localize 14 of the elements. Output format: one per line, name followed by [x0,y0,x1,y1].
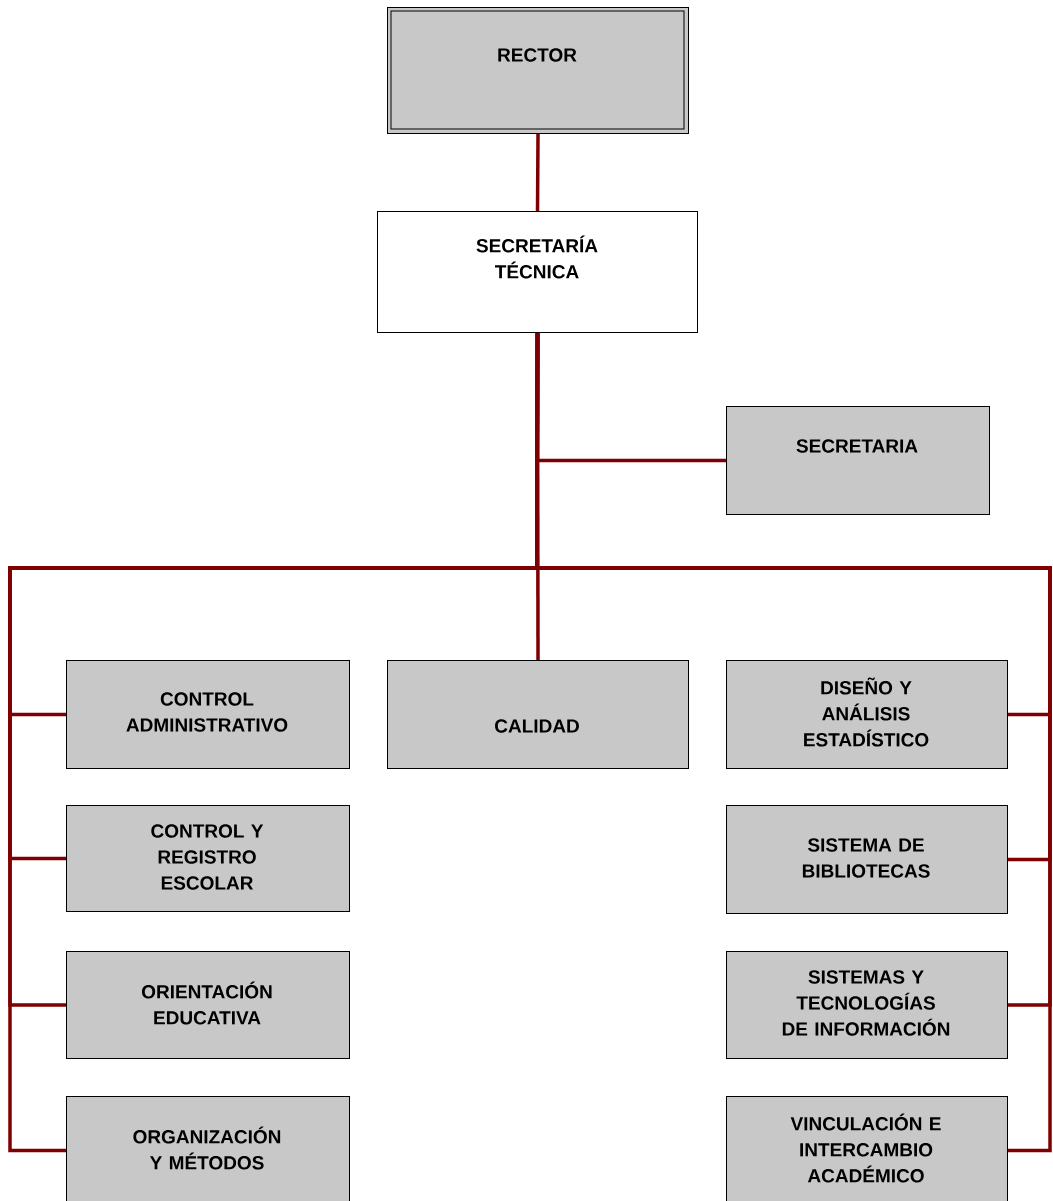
connector-line [535,134,540,211]
org-box: SISTEMAS Y TECNOLOGÍAS DE INFORMACIÓN [726,951,1008,1059]
org-box: SECRETARÍA TÉCNICA [377,211,698,333]
org-box: CONTROL Y REGISTRO ESCOLAR [66,805,350,912]
org-box: SISTEMA DE BIBLIOTECAS [726,805,1008,914]
org-box: ORIENTACIÓN EDUCATIVA [66,951,350,1059]
org-box: CONTROL ADMINISTRATIVO [66,660,350,769]
rector-box: RECTOR [387,7,689,134]
connector-line [535,333,1052,1153]
org-box: SECRETARIA [726,406,990,515]
org-box: DISEÑO Y ANÁLISIS ESTADÍSTICO [726,660,1008,769]
org-box: VINCULACIÓN E INTERCAMBIO ACADÉMICO [726,1096,1008,1201]
org-box: CALIDAD [387,660,689,769]
org-box: ORGANIZACIÓN Y MÉTODOS [66,1096,350,1201]
